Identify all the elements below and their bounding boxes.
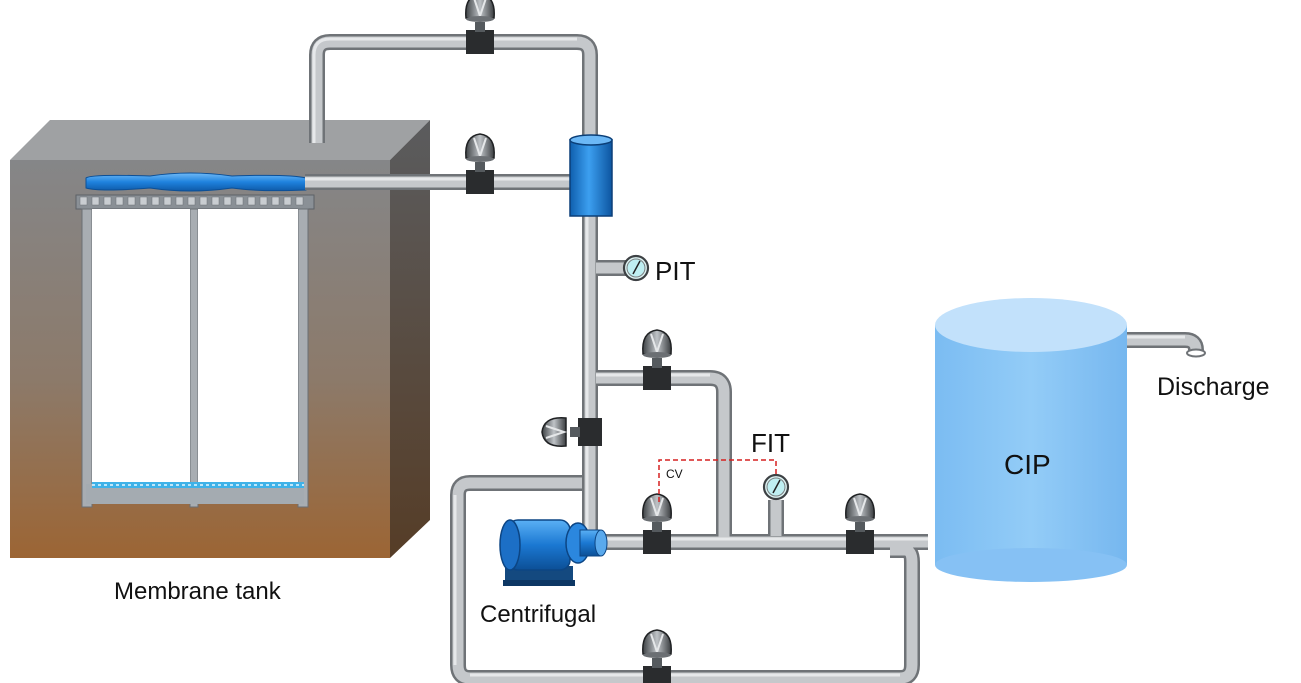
- tank-side-face: [390, 120, 430, 558]
- pit-label: PIT: [655, 256, 696, 286]
- control-signal-line: [658, 459, 777, 502]
- valve-icon: [464, 0, 496, 55]
- valve-icon: [641, 493, 673, 555]
- discharge-outlet: [1186, 348, 1206, 358]
- tank-top-face: [10, 120, 430, 160]
- cip-tank: [935, 298, 1127, 582]
- valve-icon: [641, 329, 673, 391]
- discharge-label: Discharge: [1157, 373, 1270, 401]
- valve-icon: [541, 416, 603, 448]
- cip-label: CIP: [1004, 449, 1051, 480]
- separator-icon: [569, 134, 613, 217]
- fit-label: FIT: [751, 428, 790, 458]
- pump-icon: [499, 519, 608, 586]
- gauge-icon: [622, 254, 650, 282]
- cv-label: CV: [666, 467, 683, 481]
- membrane-module-icon: [75, 172, 315, 508]
- gauge-icon: [762, 473, 790, 501]
- valve-icon: [844, 493, 876, 555]
- centrifugal-label: Centrifugal: [480, 601, 596, 628]
- valve-icon: [464, 133, 496, 195]
- membrane-tank-label: Membrane tank: [114, 578, 282, 605]
- valve-icon: [641, 629, 673, 683]
